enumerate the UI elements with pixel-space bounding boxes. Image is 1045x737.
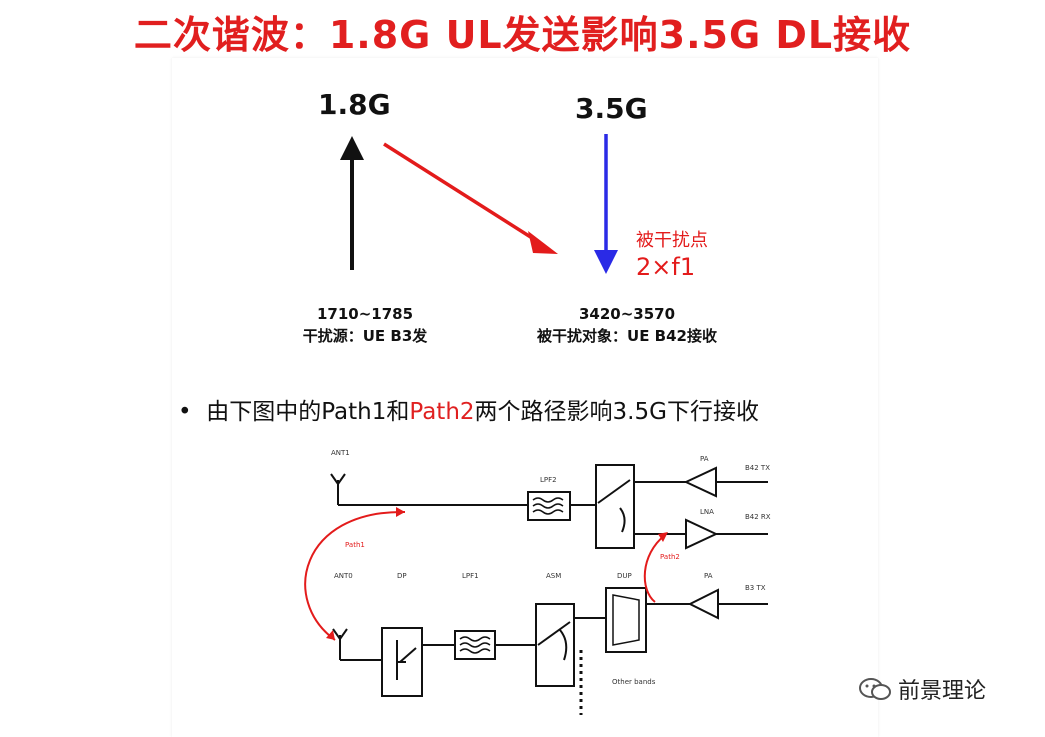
interference-point: 被干扰点 2×f1 [636, 228, 708, 280]
wechat-icon [859, 678, 891, 700]
interfered-point-label: 被干扰点 [636, 230, 708, 251]
dup-block [605, 587, 647, 653]
bullet-dot: • [178, 399, 192, 425]
pa2-label: PA [704, 572, 713, 580]
lpf2-block [527, 491, 571, 521]
asm-block [535, 603, 575, 687]
lna-label: LNA [700, 508, 714, 516]
two-f1-label: 2×f1 [636, 253, 696, 281]
path1-label: Path1 [345, 541, 365, 549]
uplink-arrow [340, 136, 364, 270]
f1-source: 干扰源：UE B3发 [302, 327, 428, 345]
downlink-arrow [594, 134, 618, 274]
dp-label: DP [397, 572, 407, 580]
top-switch-block [595, 464, 635, 549]
pa-label: PA [700, 455, 709, 463]
pa-b3-icon [687, 588, 719, 620]
bullet-text-path2: Path2 [409, 399, 475, 425]
lna-icon [685, 518, 719, 550]
watermark: 前景理论 [858, 673, 986, 705]
ant1-label: ANT1 [331, 449, 350, 457]
f1-info: 1710~1785 干扰源：UE B3发 [290, 303, 440, 347]
bullet-text-3: 两个路径影响3.5G下行接收 [474, 399, 759, 425]
f2-target: 被干扰对象：UE B42接收 [537, 327, 717, 345]
b3tx-label: B3 TX [745, 584, 766, 592]
bullet-text-1: 由下图中的Path1和 [206, 399, 410, 425]
dp-block [381, 627, 423, 697]
f2-range: 3420~3570 [578, 305, 676, 323]
ant0-antenna-icon [332, 628, 348, 660]
slide-panel [172, 58, 878, 737]
watermark-text: 前景理论 [898, 679, 987, 704]
f1-label: 1.8G [318, 88, 391, 121]
asm-label: ASM [546, 572, 561, 580]
b42rx-label: B42 RX [745, 513, 771, 521]
harmonic-arrow [383, 142, 558, 254]
ant0-label: ANT0 [334, 572, 353, 580]
f2-label: 3.5G [575, 92, 648, 125]
f1-range: 1710~1785 [316, 305, 414, 323]
lpf2-label: LPF2 [540, 476, 557, 484]
path2-curve [643, 534, 666, 603]
bullet-line: • 由下图中的Path1和Path2两个路径影响3.5G下行接收 [178, 392, 759, 426]
b42tx-label: B42 TX [745, 464, 770, 472]
pa-b42-icon [683, 466, 717, 498]
path2-label: Path2 [660, 553, 680, 561]
other-bands-label: Other bands [612, 678, 656, 686]
dup-label: DUP [617, 572, 632, 580]
f2-info: 3420~3570 被干扰对象：UE B42接收 [502, 303, 752, 347]
lpf1-label: LPF1 [462, 572, 479, 580]
ant1-antenna-icon [330, 473, 346, 505]
path1-curve [304, 510, 406, 641]
slide-title: 二次谐波：1.8G UL发送影响3.5G DL接收 [133, 13, 912, 57]
